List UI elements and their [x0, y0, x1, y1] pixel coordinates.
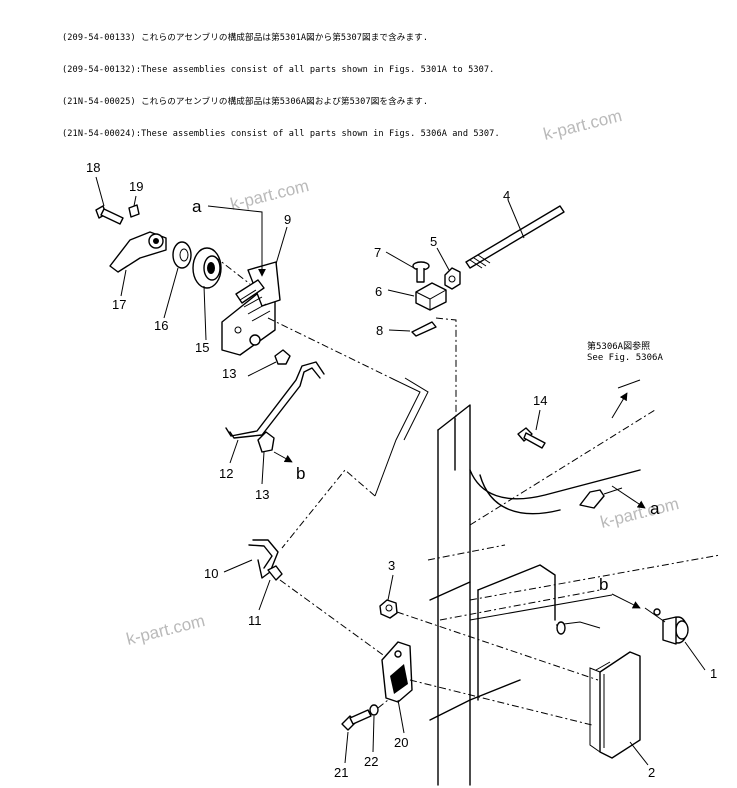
clip-13-upper: [274, 349, 291, 365]
latch: [381, 641, 413, 703]
nut-3: [379, 599, 398, 619]
rod: [465, 205, 565, 269]
pin: [412, 261, 430, 283]
connector-a-upper: a: [192, 197, 202, 216]
watermark-top-right: k-part.com: [541, 106, 624, 144]
callout-4: 4: [503, 188, 510, 203]
cotter-pin: [411, 321, 437, 337]
watermark-bottom-left: k-part.com: [124, 611, 207, 649]
reference-jp: 第5306A図参照: [587, 340, 650, 352]
callout-17: 17: [112, 297, 126, 312]
rod-10: [248, 539, 279, 579]
callout-13-upper: 13: [222, 366, 236, 381]
lever: [109, 231, 167, 273]
assembly-notes: (209-54-00133) これらのアセンブリの構成部品は第5301A図から第…: [62, 12, 500, 150]
connector-b-left: b: [296, 464, 305, 483]
screw-21: [341, 709, 372, 731]
bolt-14: [517, 427, 546, 449]
watermark-right: k-part.com: [598, 494, 681, 532]
callout-3: 3: [388, 558, 395, 573]
clip-right: [579, 487, 623, 509]
block: [415, 282, 447, 311]
callout-8: 8: [376, 323, 383, 338]
connector-a-right: a: [650, 499, 660, 518]
handle-plate: [589, 651, 641, 759]
callout-18: 18: [86, 160, 100, 175]
callout-7: 7: [374, 245, 381, 260]
connector-b-right: b: [599, 575, 608, 594]
callout-11: 11: [248, 613, 262, 628]
callout-10: 10: [204, 566, 218, 581]
washer-22: [369, 704, 379, 716]
clip-13-lower: [257, 431, 275, 453]
callout-21: 21: [334, 765, 348, 780]
callout-19: 19: [129, 179, 143, 194]
clip-11: [267, 565, 283, 581]
callout-5: 5: [430, 234, 437, 249]
watermark-top-center: k-part.com: [228, 176, 311, 214]
note-line-1: (209-54-00133) これらのアセンブリの構成部品は第5301A図から第…: [62, 33, 429, 44]
lock-rotor: [192, 247, 222, 289]
callout-leaders: [95, 176, 706, 766]
key-cylinder: [644, 607, 689, 645]
nut: [444, 267, 461, 290]
callout-20: 20: [394, 735, 408, 750]
door-frame: [427, 404, 721, 786]
callout-13-lower: 13: [255, 487, 269, 502]
bolt-18: [95, 205, 124, 225]
callout-2: 2: [648, 765, 655, 780]
lockwasher-19: [128, 204, 140, 218]
callout-6: 6: [375, 284, 382, 299]
callout-14: 14: [533, 393, 547, 408]
washer: [172, 241, 192, 269]
lock-assembly: [221, 261, 281, 356]
callout-9: 9: [284, 212, 291, 227]
note-line-2: (209-54-00132):These assemblies consist …: [62, 64, 495, 75]
rod-12: [225, 361, 429, 549]
callout-22: 22: [364, 754, 378, 769]
callout-12: 12: [219, 466, 233, 481]
note-line-3: (21N-54-00025) これらのアセンブリの構成部品は第5306A図および…: [62, 96, 429, 107]
note-line-4: (21N-54-00024):These assemblies consist …: [62, 128, 500, 139]
callout-16: 16: [154, 318, 168, 333]
callout-15: 15: [195, 340, 209, 355]
callout-1: 1: [710, 666, 717, 681]
reference-en: See Fig. 5306A: [587, 353, 663, 363]
